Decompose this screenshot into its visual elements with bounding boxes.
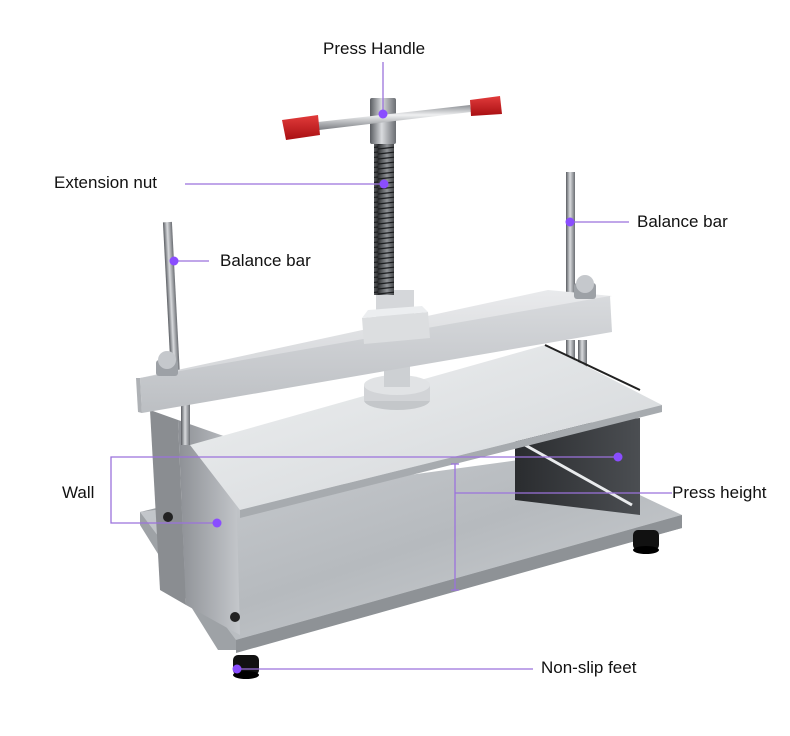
label-non-slip-feet: Non-slip feet: [541, 658, 637, 677]
label-wall: Wall: [62, 483, 95, 502]
label-press-height: Press height: [672, 483, 767, 502]
label-balance-bar-left: Balance bar: [220, 251, 311, 270]
lower-flange: [364, 365, 430, 410]
callout-dots: [169, 109, 623, 674]
press-plate: [190, 344, 662, 518]
label-press-handle: Press Handle: [323, 39, 426, 58]
callout-lines: [110, 62, 672, 670]
upper-nut-block: [362, 290, 430, 344]
label-balance-bar-right: Balance bar: [637, 212, 728, 231]
press-handle: [282, 96, 502, 144]
non-slip-feet: [233, 530, 659, 679]
acorn-nuts: [156, 275, 596, 376]
screw-thread: [374, 140, 394, 295]
label-extension-nut: Extension nut: [54, 173, 158, 192]
